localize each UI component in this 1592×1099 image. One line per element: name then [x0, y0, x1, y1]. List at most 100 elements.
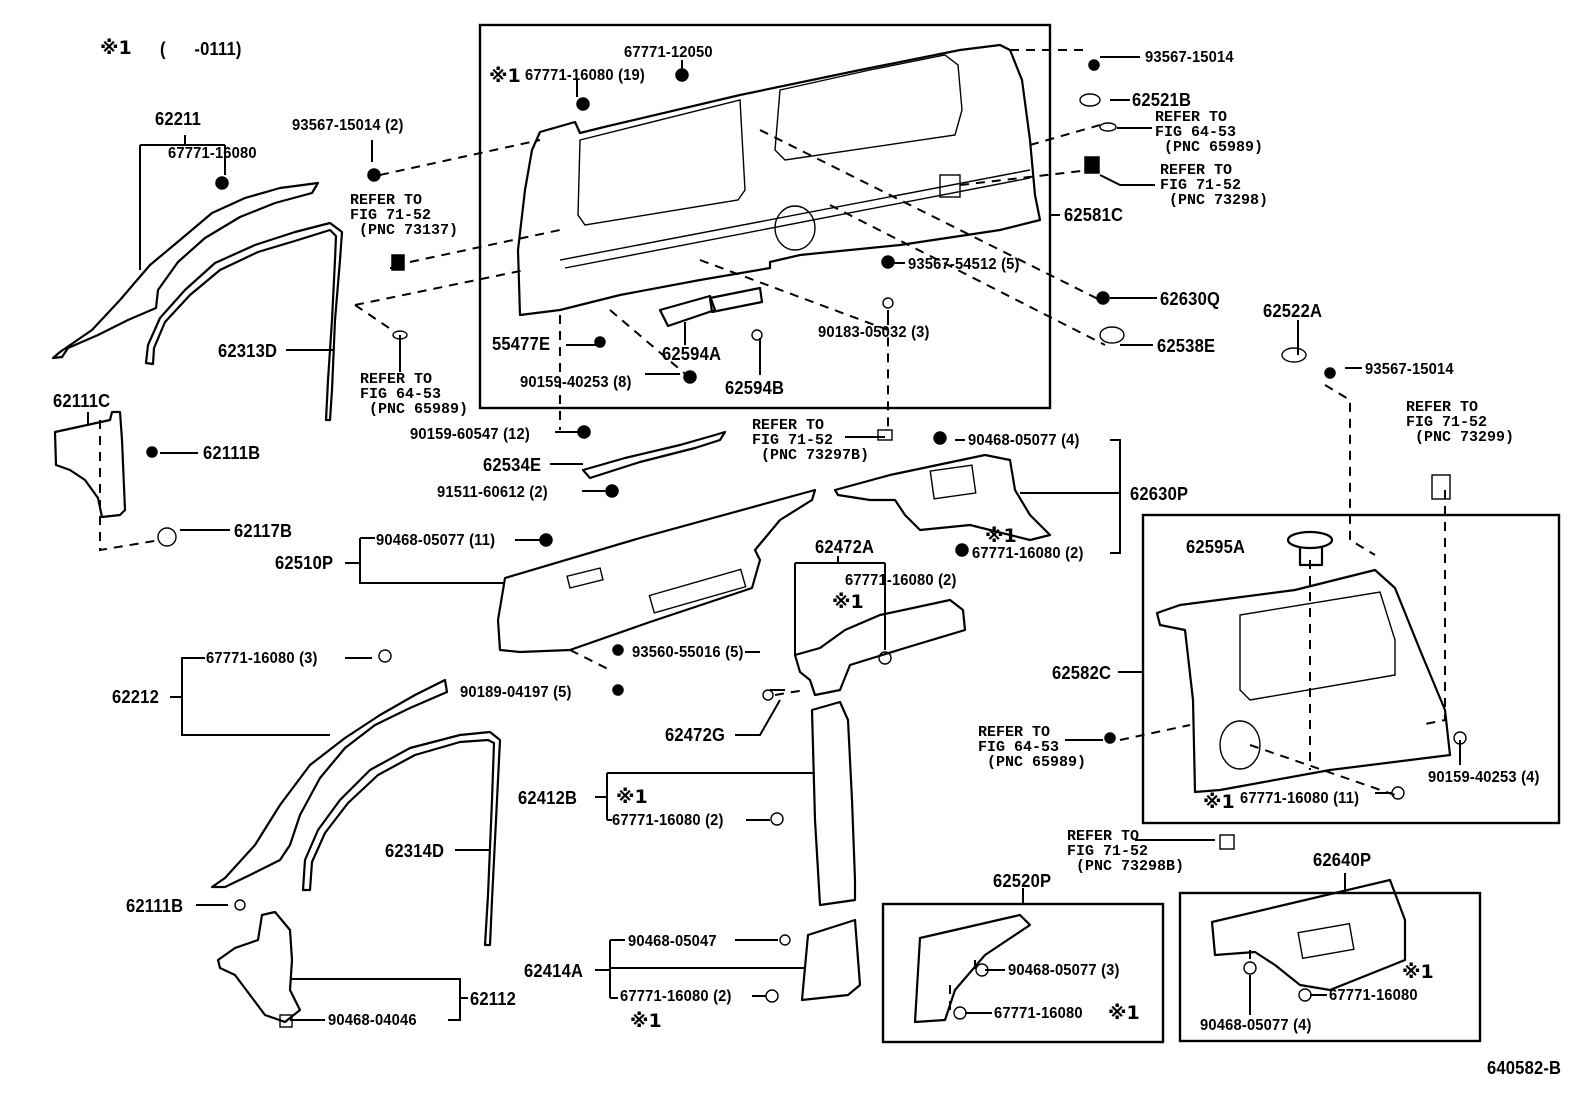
part-label[interactable]: 90183-05032 (3) [818, 324, 930, 341]
part-label[interactable]: 62582C [1052, 663, 1112, 683]
part-label[interactable]: 62472A [815, 537, 875, 557]
part-label[interactable]: 62414A [524, 961, 584, 981]
screw-icon [1088, 59, 1100, 71]
part-label[interactable]: 62522A [1263, 301, 1323, 321]
part-label[interactable]: 62111C [53, 391, 111, 411]
part-label[interactable]: 90159-60547 (12) [410, 426, 530, 443]
part-label[interactable]: 67771-16080 [1329, 987, 1418, 1004]
part-label[interactable]: 62212 [112, 687, 159, 707]
screw-icon [612, 644, 624, 656]
part-label[interactable]: 67771-12050 [624, 44, 713, 61]
rail-62534E [581, 430, 727, 480]
part-label[interactable]: 62538E [1157, 336, 1216, 356]
reference-note[interactable]: REFER TO FIG 64-53 (PNC 65989) [978, 724, 1087, 771]
clip-icon [770, 812, 784, 826]
part-label[interactable]: 90468-05077 (4) [1200, 1017, 1312, 1034]
reference-note[interactable]: REFER TO FIG 64-53 (PNC 65989) [360, 371, 469, 418]
part-label[interactable]: 62313D [218, 341, 278, 361]
clip-icon [279, 1014, 293, 1028]
part-label[interactable]: 67771-16080 (2) [972, 545, 1084, 562]
plate-62414A [800, 918, 862, 1002]
clip-icon [751, 329, 763, 341]
part-label[interactable]: 90159-40253 (8) [520, 374, 632, 391]
part-label[interactable]: 62472G [665, 725, 726, 745]
clip-icon [882, 297, 894, 309]
pillar-garnish-62212 [210, 678, 449, 889]
part-label[interactable]: 67771-16080 (2) [620, 988, 732, 1005]
reference-note[interactable]: REFER TO FIG 71-52 (PNC 73137) [350, 192, 459, 239]
grommet-icon [1099, 122, 1117, 132]
part-label[interactable]: 62314D [385, 841, 445, 861]
part-label[interactable]: 67771-16080 [994, 1005, 1083, 1022]
clip-icon [146, 446, 158, 458]
part-label[interactable]: 62520P [993, 871, 1052, 891]
part-label[interactable]: 93567-15014 [1145, 49, 1234, 66]
trim-62472A [793, 598, 967, 697]
panel-62520P [913, 913, 1032, 1024]
clip-icon [392, 330, 408, 340]
part-label[interactable]: 90468-05047 [628, 933, 717, 950]
part-label[interactable]: 62112 [470, 989, 517, 1009]
part-label[interactable]: 62211 [155, 109, 202, 129]
part-label[interactable]: 67771-16080 [168, 145, 257, 162]
part-label[interactable]: 90468-05077 (11) [376, 532, 496, 549]
part-label[interactable]: 62594B [725, 378, 785, 398]
part-label[interactable]: 67771-16080 (2) [612, 812, 724, 829]
clip-icon [975, 963, 989, 977]
cap-icon [1099, 326, 1125, 344]
part-label[interactable]: 93560-55016 (5) [632, 644, 744, 661]
part-label[interactable]: 93567-54512 (5) [908, 256, 1020, 273]
reference-note[interactable]: REFER TO FIG 71-52 (PNC 73298B) [1067, 828, 1185, 875]
part-label[interactable]: 90189-04197 (5) [460, 684, 572, 701]
clip-icon [1096, 291, 1110, 305]
part-label[interactable]: 55477E [492, 334, 551, 354]
part-label[interactable]: 90468-04046 [328, 1012, 417, 1029]
clip-icon [378, 649, 392, 663]
part-label[interactable]: 62117B [234, 521, 293, 541]
part-label[interactable]: 67771-16080 (11) [1240, 790, 1360, 807]
part-label[interactable]: 90159-40253 (4) [1428, 769, 1540, 786]
part-label[interactable]: 62630Q [1160, 289, 1221, 309]
reference-note[interactable]: REFER TO FIG 71-52 (PNC 73299) [1406, 399, 1515, 446]
screw-icon [605, 484, 619, 498]
part-label[interactable]: 62412B [518, 788, 578, 808]
clip-icon [539, 533, 553, 547]
part-label[interactable]: 91511-60612 (2) [437, 484, 548, 501]
part-label[interactable]: 62581C [1064, 205, 1124, 225]
part-label[interactable]: 62111B [126, 896, 184, 916]
part-label[interactable]: 67771-16080 (2) [845, 572, 957, 589]
group-box-62640P [1178, 891, 1482, 1043]
clip-icon [594, 336, 606, 348]
part-label[interactable]: 67771-16080 (3) [206, 650, 318, 667]
reference-note[interactable]: REFER TO FIG 71-52 (PNC 73297B) [752, 417, 870, 464]
washer-icon [762, 689, 774, 701]
part-label[interactable]: 62534E [483, 455, 542, 475]
window-right [774, 54, 963, 161]
screw-icon [881, 255, 895, 269]
part-label[interactable]: 62595A [1186, 537, 1246, 557]
tag-icon [877, 429, 893, 441]
part-label[interactable]: 62510P [275, 553, 334, 573]
part-label[interactable]: 62630P [1130, 484, 1189, 504]
cowl-side-62111C [53, 410, 127, 519]
part-label[interactable]: 67771-16080 (19) [525, 67, 645, 84]
tag-icon [1084, 156, 1100, 174]
screw-icon [367, 168, 381, 182]
part-label[interactable]: 90468-05077 (4) [968, 432, 1080, 449]
quarter-trim-62581C [516, 43, 1042, 317]
reference-note[interactable]: REFER TO FIG 71-52 (PNC 73298) [1160, 162, 1269, 209]
part-label[interactable]: 62640P [1313, 850, 1372, 870]
clip-icon [1324, 367, 1336, 379]
part-label[interactable]: 93567-15014 [1365, 361, 1454, 378]
clip-icon [157, 527, 177, 547]
part-label[interactable]: 62594A [662, 344, 722, 364]
note-symbol: ※1 [100, 37, 132, 59]
part-label[interactable]: 90468-05077 (3) [1008, 962, 1120, 979]
cap-62595A [1286, 530, 1334, 550]
part-label[interactable]: 62111B [203, 443, 261, 463]
note-mark: ※1 [1402, 961, 1434, 983]
reference-note[interactable]: REFER TO FIG 64-53 (PNC 65989) [1155, 109, 1264, 156]
part-label[interactable]: 93567-15014 (2) [292, 117, 404, 134]
part-label[interactable]: 62521B [1132, 90, 1192, 110]
